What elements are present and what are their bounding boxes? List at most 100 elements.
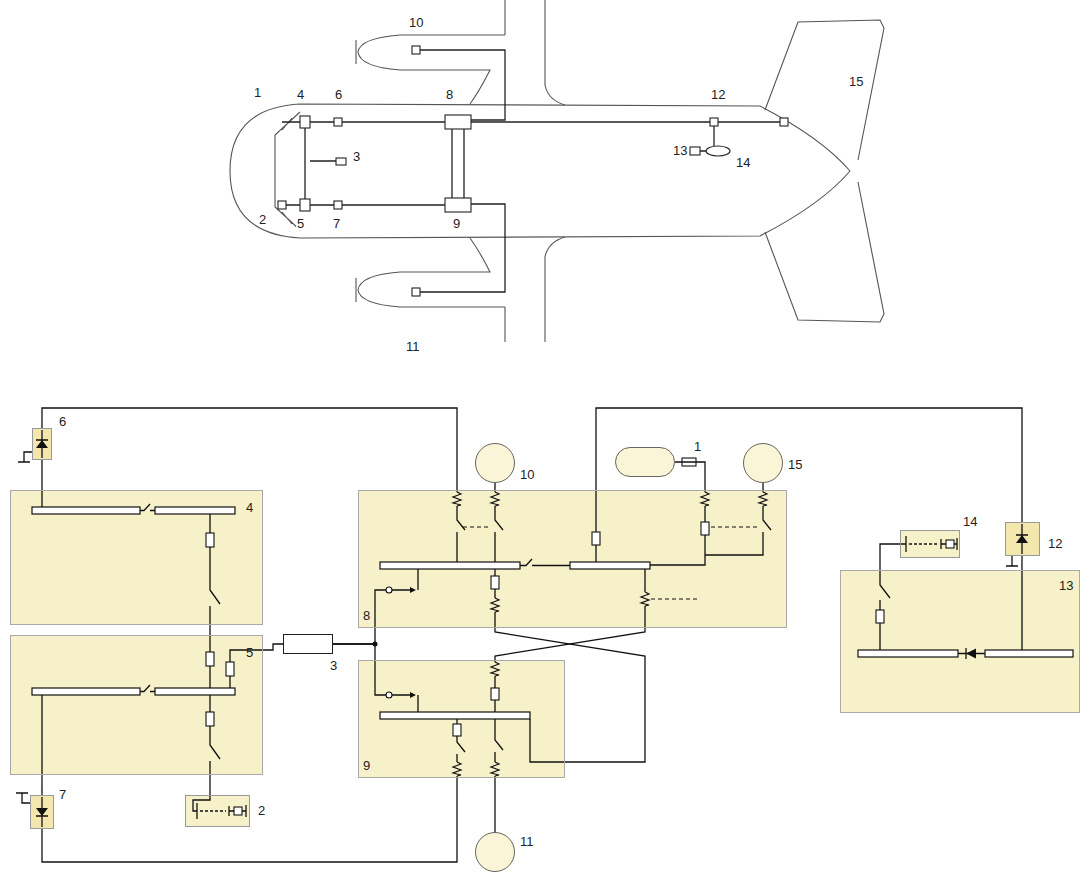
- wire: [42, 408, 457, 490]
- fuse: [206, 652, 214, 666]
- rectifier-box: 12: [1005, 522, 1040, 556]
- bus-bar: [32, 688, 140, 695]
- node-fill: [358, 490, 787, 628]
- node-fill: [475, 832, 515, 872]
- fuse: [206, 712, 214, 726]
- unit-box: [690, 147, 700, 155]
- switch-arrow: [410, 587, 416, 698]
- relay-coil: [491, 662, 499, 676]
- rectifier-box: 6: [32, 428, 52, 460]
- unit-box: [445, 198, 471, 212]
- fuses: [206, 458, 954, 815]
- wire: [495, 628, 645, 660]
- callout-number: 10: [408, 16, 424, 29]
- bus-bar: [32, 507, 140, 514]
- propeller: [355, 40, 356, 302]
- callout-number: 2: [258, 213, 267, 226]
- switch-pivot: [386, 587, 392, 593]
- node-fill: [743, 443, 783, 483]
- callout-number: 9: [452, 217, 461, 230]
- fuse: [234, 807, 242, 815]
- wire: [495, 628, 645, 762]
- fuse: [453, 724, 461, 736]
- unit-box: [412, 46, 420, 54]
- rectifier-box: 7: [30, 795, 54, 829]
- diode-symbol: [966, 649, 976, 659]
- unit-box: [780, 118, 788, 126]
- junction-dot: [373, 642, 378, 647]
- bus-bar: [380, 712, 530, 719]
- distribution-panel: 13: [840, 570, 1080, 713]
- unit-box: [278, 201, 286, 209]
- callout-number: 12: [1048, 537, 1062, 550]
- switch-pivot: [386, 692, 392, 698]
- fuse: [491, 688, 499, 700]
- callout-number: 4: [296, 88, 305, 101]
- wire: [333, 628, 375, 644]
- generator-circle: 15: [743, 443, 783, 483]
- diode-symbol: [36, 808, 48, 816]
- callout-number: 10: [520, 468, 534, 481]
- unit-box: [334, 201, 342, 209]
- wire: [494, 778, 495, 832]
- diode-symbol: [36, 440, 48, 448]
- unit-box: [710, 118, 718, 126]
- lower-wing: [358, 237, 565, 342]
- bus-bar: [985, 650, 1073, 657]
- panel-wiring: [42, 635, 263, 775]
- relay-coil: [759, 492, 767, 506]
- wire: [762, 483, 763, 490]
- callout-number: 1: [253, 86, 262, 99]
- node-fills: [10, 428, 1080, 872]
- aircraft-wiring: [282, 50, 780, 292]
- cockpit: [275, 112, 300, 230]
- battery-unit: [706, 146, 730, 156]
- wire: [42, 778, 457, 862]
- node-fill: [615, 447, 675, 477]
- wire: [1021, 556, 1022, 570]
- battery-box: 14: [900, 530, 960, 558]
- callout-number: 5: [296, 217, 305, 230]
- unit-box: 3: [283, 634, 333, 654]
- wire: [41, 460, 42, 490]
- callout-number: 8: [363, 609, 370, 622]
- relay-coil: [491, 762, 499, 776]
- node-fill: [840, 570, 1080, 713]
- bus-bar: [858, 650, 958, 657]
- wire: [209, 625, 210, 635]
- unit-box: [300, 116, 310, 128]
- callout-number: 13: [1059, 579, 1073, 592]
- callout-number: 2: [258, 804, 265, 817]
- callout-number: 1: [694, 440, 701, 453]
- callout-number: 7: [59, 788, 66, 801]
- callout-number: 8: [445, 88, 454, 101]
- callout-number: 15: [848, 75, 864, 88]
- distribution-panel: 5: [10, 635, 263, 775]
- callout-number: 12: [710, 88, 726, 101]
- relay-coil: [491, 492, 499, 506]
- bus-bar: [570, 562, 650, 569]
- node-fill: [10, 490, 263, 625]
- node-fill: [475, 443, 515, 483]
- generator-circle: 10: [475, 443, 515, 483]
- wire: [494, 483, 495, 490]
- battery-cells: [200, 544, 938, 811]
- bus-bar: [155, 688, 235, 695]
- wire: [333, 644, 375, 660]
- relay-coil: [701, 492, 709, 506]
- bus-bars: [32, 507, 1073, 719]
- distribution-panel: 9: [358, 660, 565, 778]
- callout-number: 6: [59, 415, 66, 428]
- unit-box: [336, 158, 346, 165]
- panel-wiring: [375, 490, 771, 628]
- tail-plane: [765, 20, 884, 322]
- wire: [282, 50, 780, 292]
- fuse: [491, 576, 499, 589]
- callout-number: 15: [788, 458, 802, 471]
- fuse: [946, 540, 954, 548]
- node-fill: [358, 660, 565, 778]
- symbols: [36, 440, 1028, 816]
